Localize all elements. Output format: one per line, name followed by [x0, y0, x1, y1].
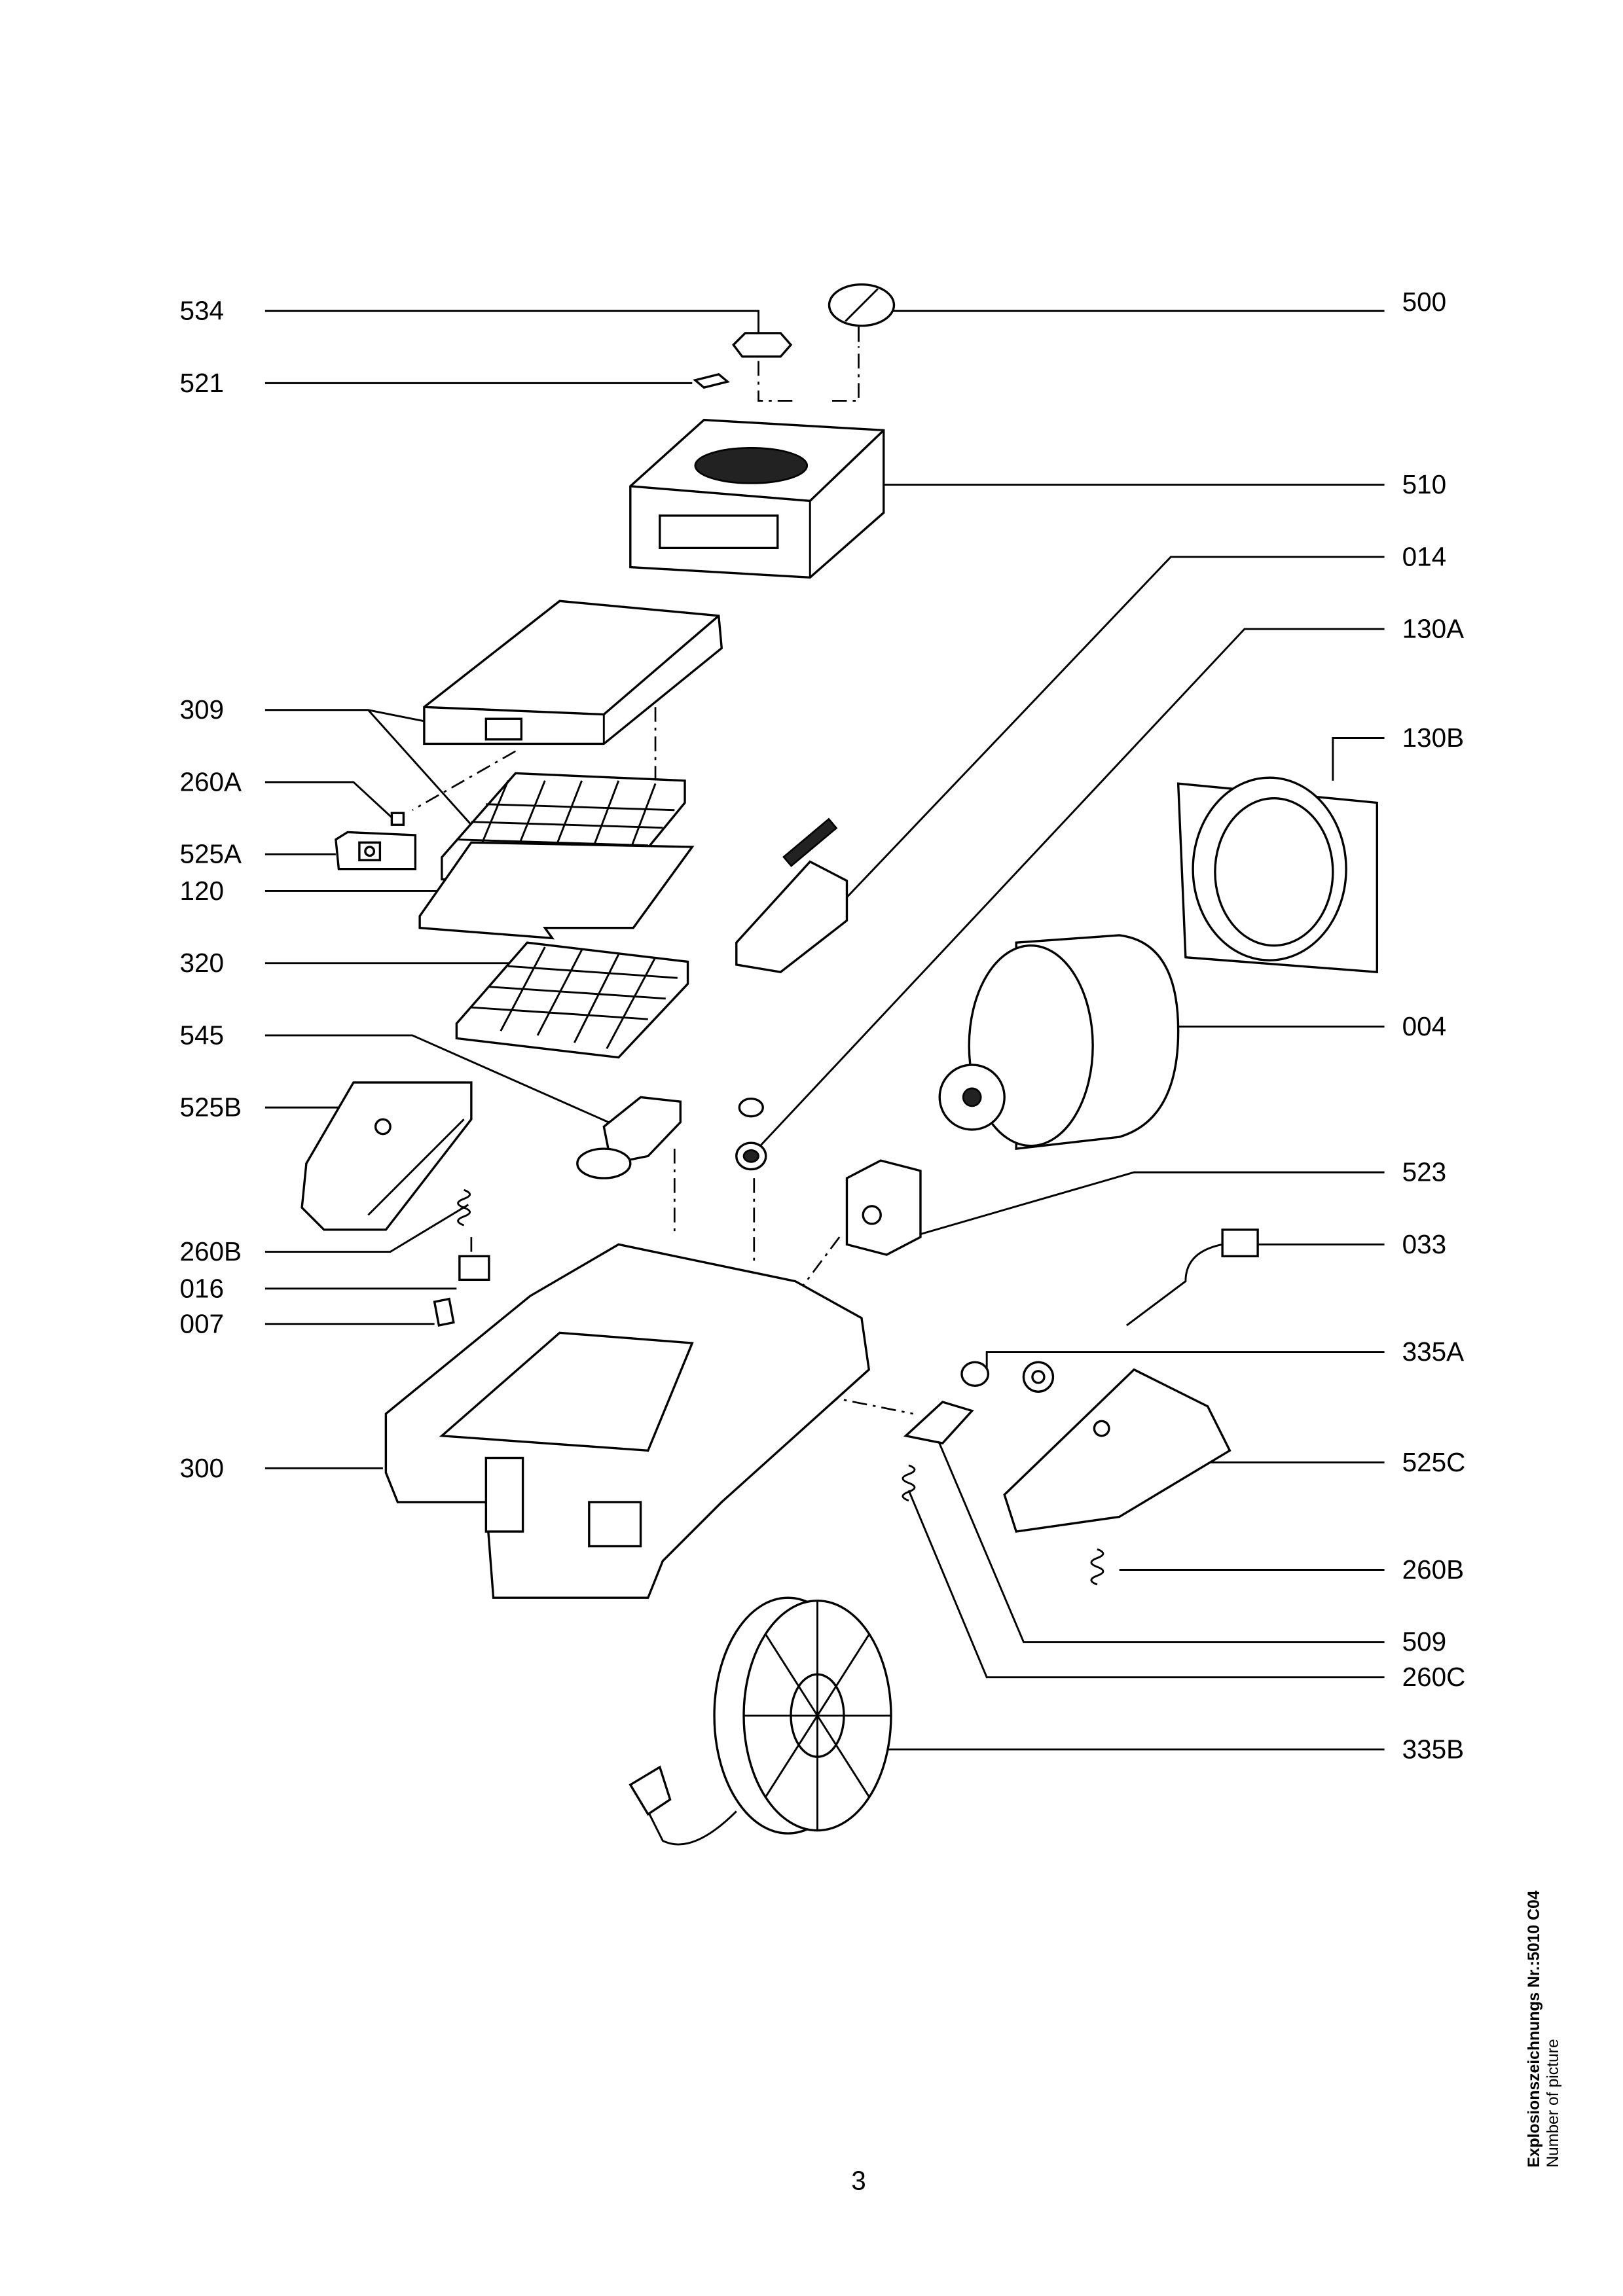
part-130B-motor-housing-plate: [1176, 776, 1379, 974]
drawing-number-block: Explosionszeichnungs Nr.:5010 C04 Number…: [1525, 1890, 1562, 2168]
label-534: 534: [179, 296, 224, 326]
drawing-number: Explosionszeichnungs Nr.:5010 C04: [1525, 1890, 1543, 2168]
label-120: 120: [179, 876, 224, 906]
label-130B: 130B: [1402, 723, 1465, 753]
part-309-filter-cover: [423, 600, 723, 745]
part-335B-cable-reel: [629, 1596, 892, 1846]
label-510: 510: [1402, 469, 1447, 499]
label-335B: 335B: [1402, 1734, 1465, 1764]
part-260C-spring: [902, 1464, 916, 1502]
part-525B-side-cover: [301, 1081, 473, 1231]
label-016: 016: [179, 1273, 224, 1303]
part-335A-bushings: [960, 1361, 1055, 1393]
part-007-latch: [433, 1297, 455, 1327]
part-300-housing: [384, 1243, 871, 1599]
part-521-pad: [693, 373, 730, 389]
page-number: 3: [851, 2166, 866, 2196]
label-525C: 525C: [1402, 1447, 1466, 1477]
part-545-holder: [576, 1096, 682, 1179]
label-260B-right: 260B: [1402, 1554, 1465, 1585]
label-300: 300: [179, 1453, 224, 1483]
part-510-top-cover: [629, 418, 885, 579]
label-500: 500: [1402, 287, 1447, 317]
part-014-electronics-board: [735, 817, 848, 973]
part-130A-bushing: [735, 1097, 767, 1171]
part-004-motor: [938, 934, 1180, 1151]
label-260A: 260A: [179, 766, 242, 797]
part-260B-spring-right: [1090, 1548, 1104, 1586]
label-523: 523: [1402, 1157, 1447, 1187]
leader-lines: [264, 310, 1385, 1751]
part-525A-switch: [335, 831, 417, 870]
part-120-filter-mat: [418, 841, 695, 940]
label-509: 509: [1402, 1626, 1447, 1657]
label-521: 521: [179, 368, 224, 398]
part-260A-clip: [390, 812, 405, 826]
part-033-cable-connector: [1126, 1229, 1259, 1327]
part-525C-side-cover: [1003, 1368, 1231, 1533]
part-016-button: [458, 1255, 490, 1282]
part-320-filter-grid: [455, 941, 689, 1059]
label-260B-left: 260B: [179, 1236, 242, 1266]
label-525A: 525A: [179, 839, 242, 869]
label-335A: 335A: [1402, 1336, 1465, 1367]
part-523-block: [845, 1159, 922, 1256]
label-260C: 260C: [1402, 1662, 1466, 1692]
drawing-number-caption: Number of picture: [1544, 2039, 1562, 2168]
left-labels: 534 521 309 260A 525A 120 320 545 525B 2…: [179, 296, 242, 1483]
label-130A: 130A: [1402, 614, 1465, 644]
label-309: 309: [179, 694, 224, 725]
part-534-button: [732, 332, 793, 358]
label-525B: 525B: [179, 1092, 242, 1122]
part-500-dial: [828, 283, 896, 342]
label-033: 033: [1402, 1229, 1447, 1259]
label-004: 004: [1402, 1011, 1447, 1041]
label-007: 007: [179, 1308, 224, 1338]
label-545: 545: [179, 1020, 224, 1050]
right-labels: 500 510 014 130A 130B 004 523 033 335A 5…: [1402, 287, 1466, 1764]
part-260B-spring-left: [457, 1189, 471, 1227]
label-014: 014: [1402, 541, 1447, 571]
part-509-contact: [903, 1401, 974, 1444]
label-320: 320: [179, 948, 224, 978]
